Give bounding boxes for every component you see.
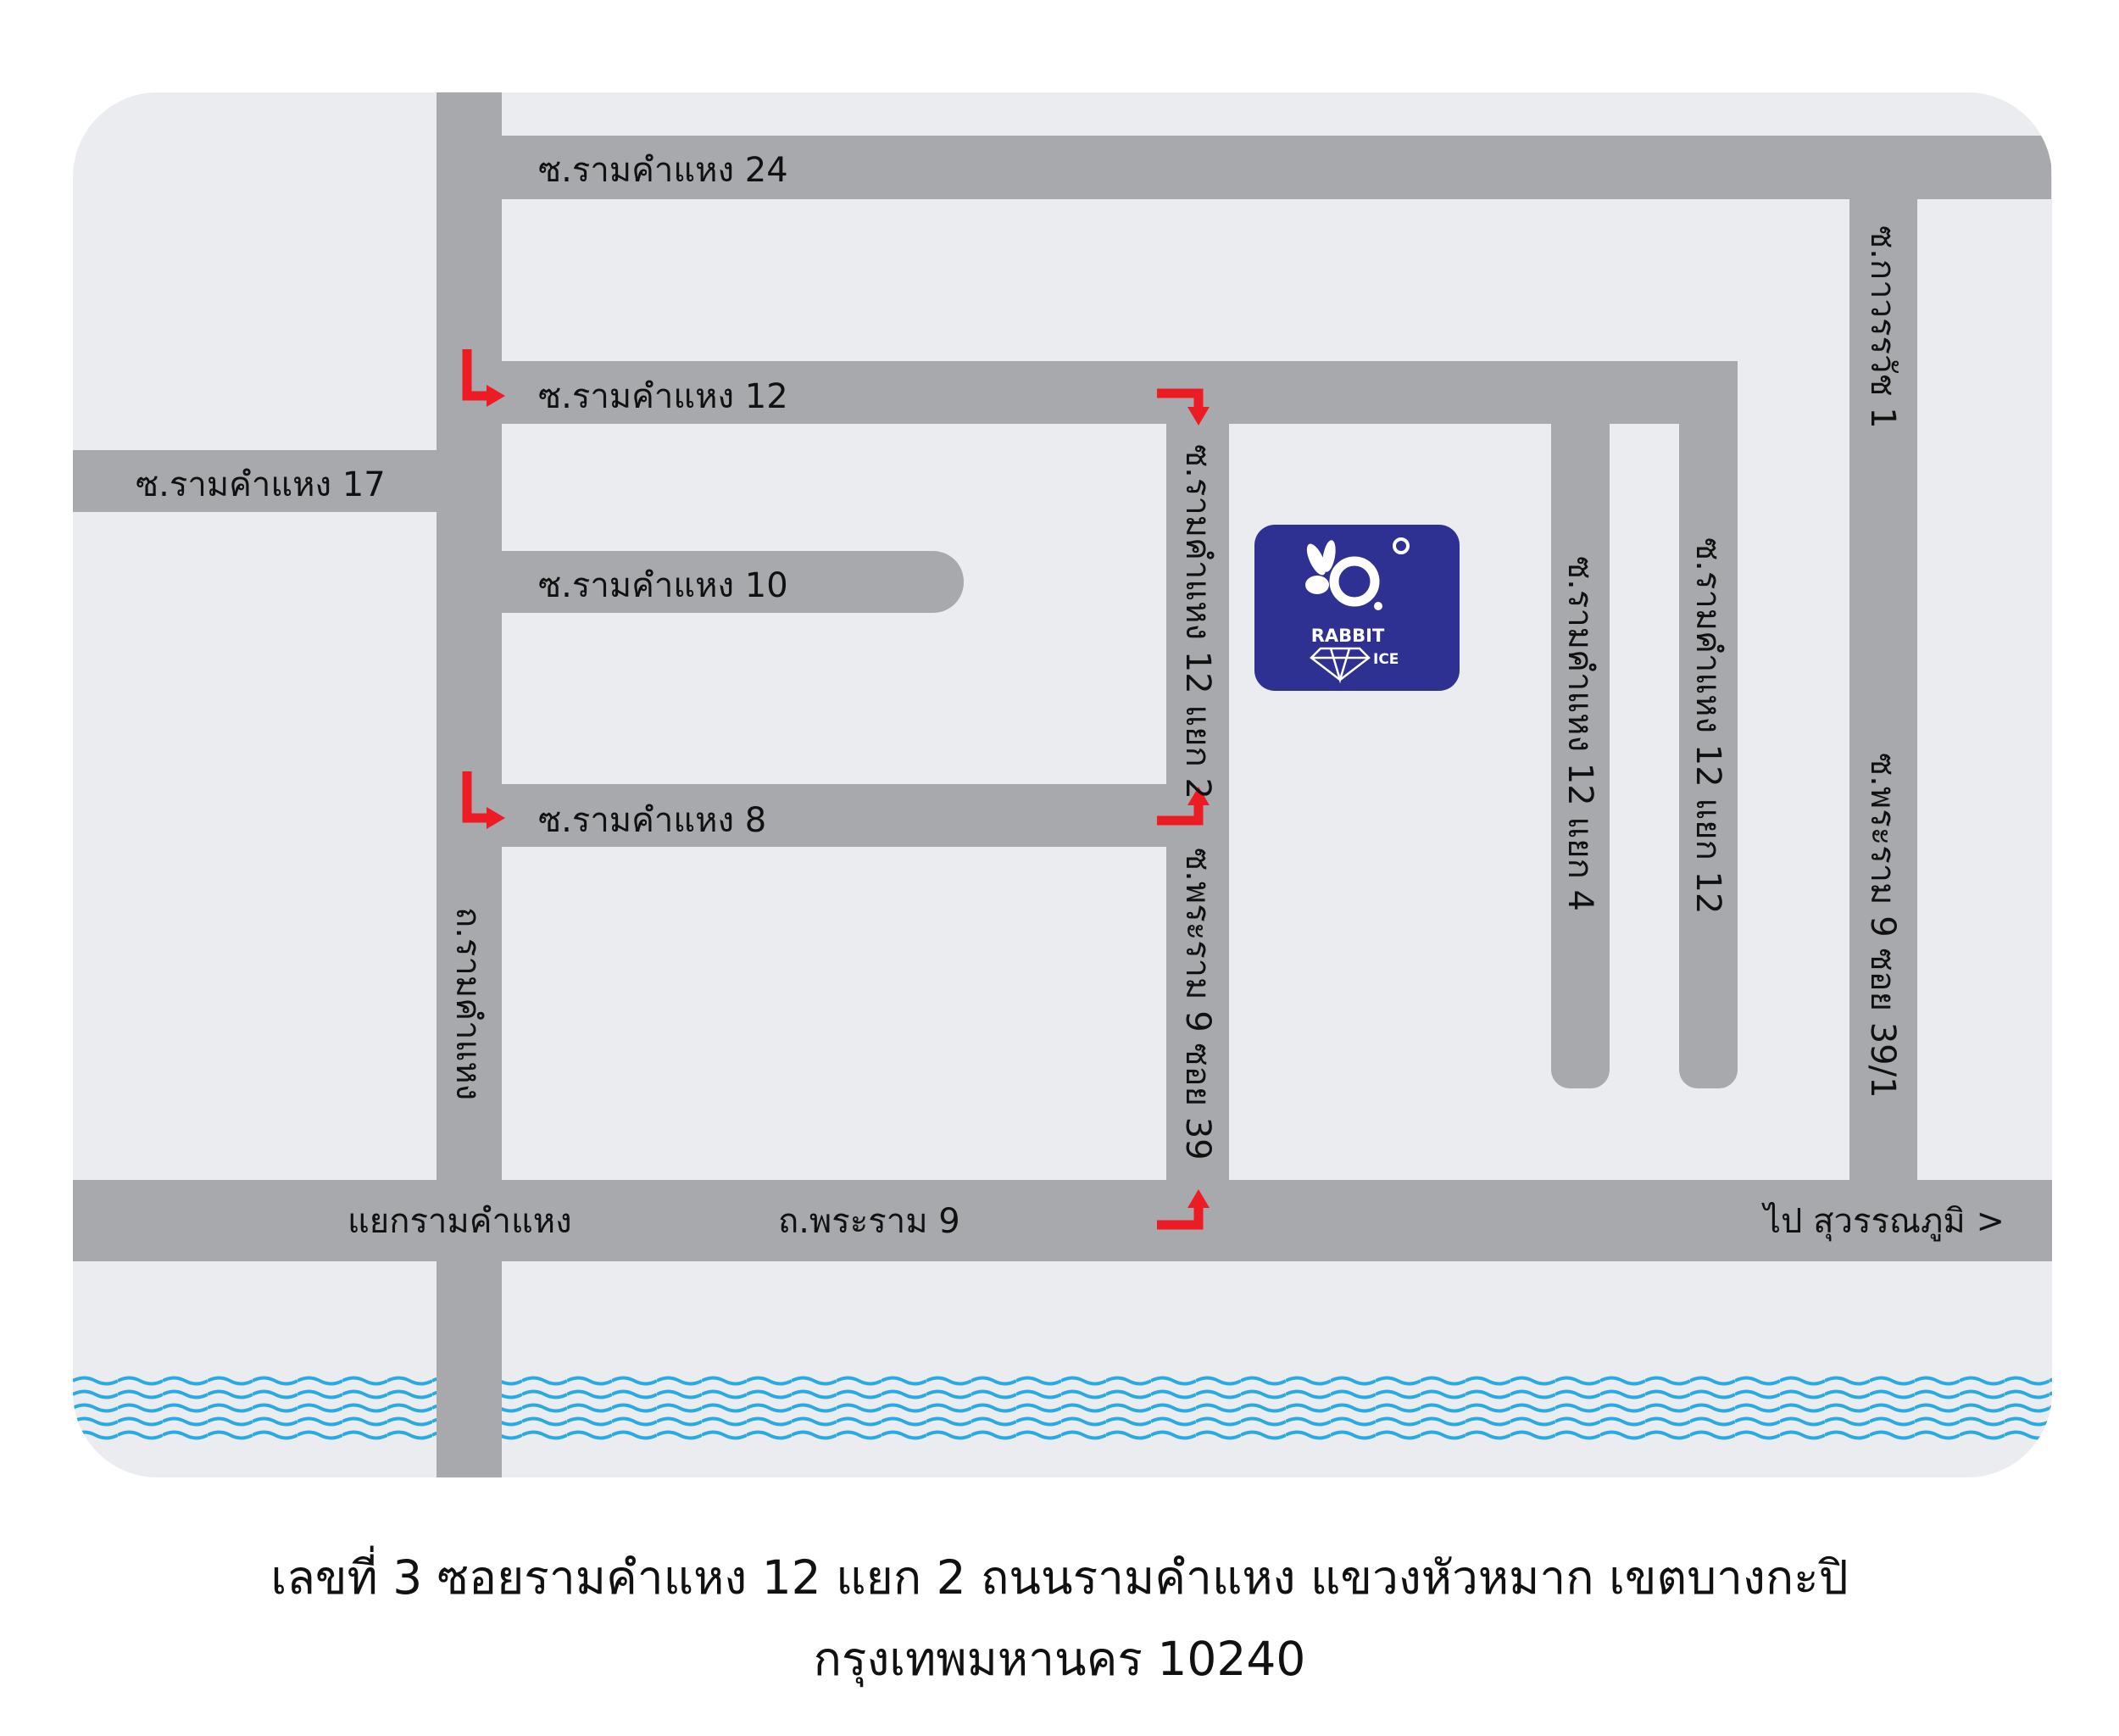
road-ramkhamhaeng-10 xyxy=(502,551,964,613)
label-ramkhamhaeng-junction: แยกรามคำแหง xyxy=(348,1202,572,1241)
road-ramkhamhaeng-12-yaek-4-cap xyxy=(1551,361,1610,412)
label-ramkhamhaeng-17: ซ.รามคำแหง 17 xyxy=(136,465,386,504)
arrow-continue-north-at-soi-8-icon xyxy=(1157,787,1210,826)
arrow-turn-into-yaek-2-icon xyxy=(1157,388,1210,426)
degree-icon xyxy=(1393,537,1410,554)
river xyxy=(73,1374,2052,1442)
diamond-icon xyxy=(1310,647,1371,684)
address-line-2: กรุงเทพมหานคร 10240 xyxy=(813,1632,1306,1686)
ring-icon xyxy=(1329,556,1380,607)
label-ramkhamhaeng-12-yaek-4: ซ.รามคำแหง 12 แยก 4 xyxy=(1560,556,1599,911)
arrow-turn-into-soi-8-icon xyxy=(462,771,505,829)
road-ramkhamhaeng-12 xyxy=(502,361,1738,424)
logo-text-rabbit: RABBIT xyxy=(1311,626,1385,646)
rabbit-icon xyxy=(1305,540,1336,594)
label-rama-9-road: ถ.พระราม 9 xyxy=(778,1202,960,1241)
arrow-turn-from-rama-9-icon xyxy=(1157,1189,1210,1230)
label-ramkhamhaeng-road: ถ.รามคำแหง xyxy=(448,907,487,1100)
label-ramkhamhaeng-24: ซ.รามคำแหง 24 xyxy=(538,151,788,190)
road-ramkhamhaeng-17 xyxy=(73,450,437,512)
label-ramkhamhaeng-12: ซ.รามคำแหง 12 xyxy=(538,377,788,416)
road-ramkhamhaeng-10-cap xyxy=(502,551,553,613)
road-ramkhamhaeng-12-yaek-12-cap xyxy=(1679,361,1738,412)
arrow-turn-into-soi-12-icon xyxy=(462,349,505,407)
label-ramkhamhaeng-12-yaek-12: ซ.รามคำแหง 12 แยก 12 xyxy=(1688,537,1727,914)
label-rama-9-soi-39-1: ซ.พระราม 9 ซอย 39/1 xyxy=(1863,753,1902,1099)
road-ramkhamhaeng-12-yaek-4 xyxy=(1551,361,1610,1088)
road-kanwarawat-1 xyxy=(1849,136,1917,1180)
label-ramkhamhaeng-8: ซ.รามคำแหง 8 xyxy=(538,801,766,840)
road-ramkhamhaeng-8 xyxy=(502,784,1166,847)
roads xyxy=(73,92,2052,1477)
label-kanwarawat-1: ซ.กาวรรวัช 1 xyxy=(1863,225,1902,429)
road-ramkhamhaeng-24 xyxy=(437,136,2051,199)
logo-text-ice: ICE xyxy=(1373,651,1399,668)
label-ramkhamhaeng-12-yaek-2: ซ.รามคำแหง 12 แยก 2 xyxy=(1178,444,1217,799)
label-ramkhamhaeng-10: ซ.รามคำแหง 10 xyxy=(538,566,788,605)
label-to-suvarnabhumi: ไป สุวรรณภูมิ > xyxy=(1761,1202,2005,1242)
road-ramkhamhaeng-12-yaek-12 xyxy=(1679,361,1738,1088)
road-rama-9 xyxy=(73,1180,2052,1261)
route-arrows xyxy=(462,349,1210,1230)
rabbit-ice-logo: RABBIT ICE xyxy=(1254,525,1460,691)
address-line-1: เลขที่ 3 ซอยรามคำแหง 12 แยก 2 ถนนรามคำแห… xyxy=(270,1550,1849,1605)
label-rama-9-soi-39: ซ.พระราม 9 ซอย 39 xyxy=(1178,848,1217,1160)
